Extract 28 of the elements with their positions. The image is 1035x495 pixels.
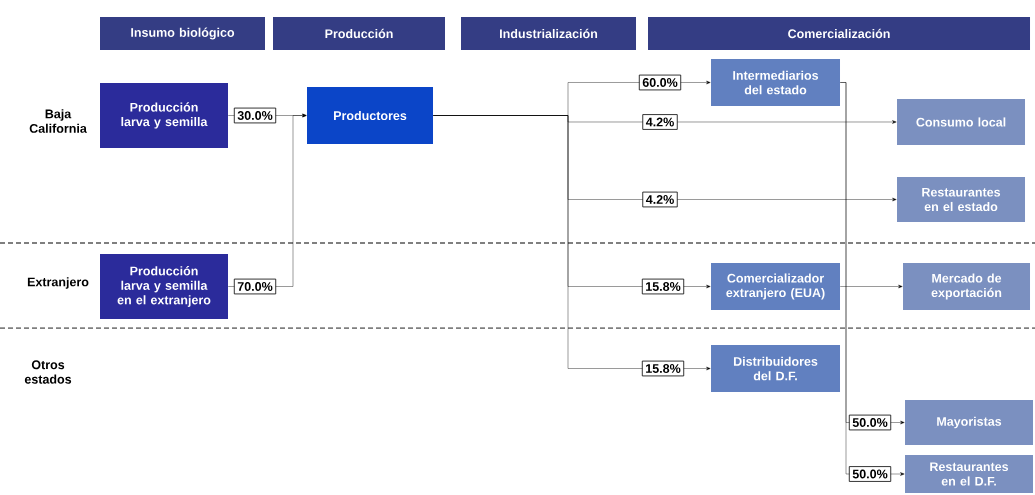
process-box: Intermediarios del estado [711, 59, 840, 106]
process-box: Comercializador extranjero (EUA) [711, 263, 840, 310]
edge-label: 15.8% [641, 360, 685, 377]
process-box: Mayoristas [905, 400, 1033, 445]
row-label: Otros estados [24, 360, 72, 384]
edge-label: 60.0% [638, 74, 682, 91]
arrow [433, 115, 711, 371]
stage-header: Producción [273, 17, 445, 50]
stage-header: Insumo biológico [100, 17, 265, 50]
edge-label: 15.8% [641, 278, 685, 295]
arrow [840, 284, 903, 289]
process-box: Restaurantes en el estado [897, 177, 1025, 222]
edge-label: 50.0% [848, 414, 892, 431]
process-box: Consumo local [897, 99, 1025, 145]
process-box: Producción larva y semilla [100, 83, 228, 148]
edge-label: 4.2% [642, 114, 678, 130]
edge-label: 4.2% [642, 191, 678, 208]
stage-header: Industrialización [461, 17, 636, 50]
process-box: Producción larva y semilla en el extranjero [100, 254, 228, 319]
process-box: Mercado de exportación [903, 263, 1030, 310]
stage-header: Comercialización [648, 17, 1030, 50]
row-label: Baja California [29, 109, 87, 133]
process-box: Productores [307, 87, 433, 144]
edge-label: 70.0% [233, 278, 277, 295]
process-box: Distribuidores del D.F. [711, 345, 840, 392]
edge-label: 50.0% [848, 466, 892, 482]
process-box: Restaurantes en el D.F. [905, 455, 1033, 493]
edge-label: 30.0% [233, 107, 277, 124]
